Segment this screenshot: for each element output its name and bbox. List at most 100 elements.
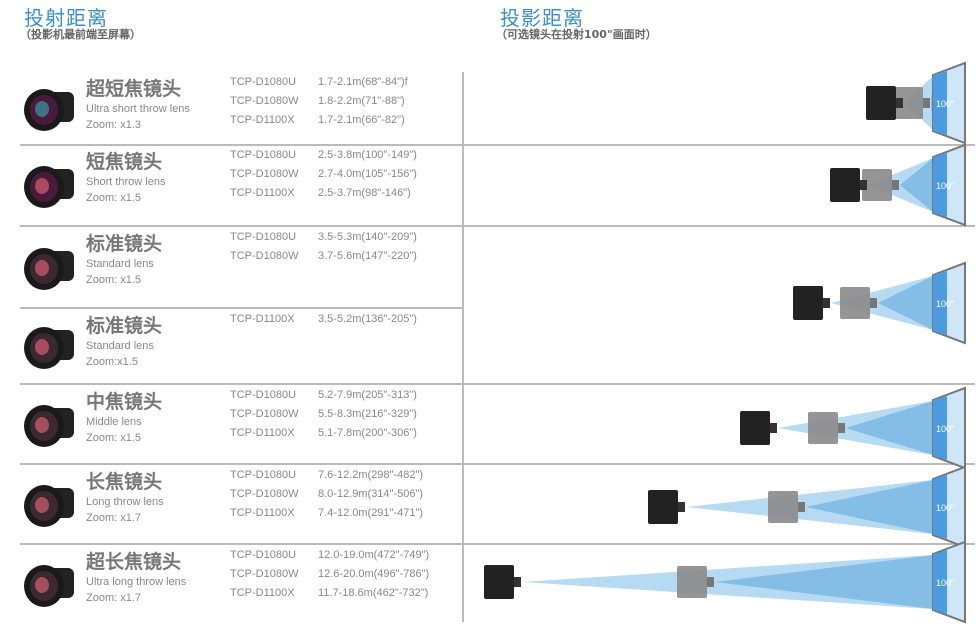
projector-model: TCP-D1080U bbox=[230, 76, 297, 88]
screen-surface bbox=[933, 153, 947, 217]
throw-distance: 2.5-3.8m(100"-149") bbox=[318, 149, 417, 161]
lens-name-en: Standard lens bbox=[86, 340, 154, 352]
projector-far-icon bbox=[808, 412, 838, 444]
projector-model: TCP-D1080U bbox=[230, 389, 297, 401]
screen-size-label: 100" bbox=[936, 299, 954, 309]
projector-model: TCP-D1080W bbox=[230, 95, 299, 107]
throw-distance: 12.6-20.0m(496"-786") bbox=[318, 568, 430, 580]
projector-model: TCP-D1080U bbox=[230, 549, 297, 561]
throw-distance: 2.7-4.0m(105"-156") bbox=[318, 168, 417, 180]
projector-near-icon bbox=[866, 86, 896, 120]
projector-model: TCP-D1080U bbox=[230, 231, 297, 243]
lens-name-en: Ultra long throw lens bbox=[86, 576, 187, 588]
projector-far-icon bbox=[862, 169, 892, 201]
projector-near-lens-icon bbox=[860, 180, 867, 190]
lens-name-en: Long throw lens bbox=[86, 496, 164, 508]
screen-surface bbox=[933, 71, 947, 135]
right-header-title: 投影距离 bbox=[500, 6, 584, 30]
projection-beam-max bbox=[846, 401, 933, 455]
projector-model: TCP-D1080U bbox=[230, 469, 297, 481]
lens-zoom: Zoom: x1.5 bbox=[86, 274, 142, 286]
throw-distance: 3.5-5.2m(136"-205") bbox=[318, 313, 417, 325]
lens-zoom: Zoom:x1.5 bbox=[86, 356, 138, 368]
row-divider bbox=[20, 307, 463, 309]
projector-far-lens-icon bbox=[870, 298, 877, 308]
screen-size-label: 100" bbox=[936, 503, 954, 513]
lens-zoom: Zoom: x1.7 bbox=[86, 592, 142, 604]
projector-near-icon bbox=[648, 490, 678, 524]
projector-model: TCP-D1100X bbox=[230, 427, 295, 439]
throw-distance: 5.2-7.9m(205"-313") bbox=[318, 389, 417, 401]
lens-image bbox=[24, 565, 74, 607]
lens-image bbox=[24, 405, 74, 447]
throw-distance: 8.0-12.9m(314"-506") bbox=[318, 488, 424, 500]
throw-distance: 12.0-19.0m(472"-749") bbox=[318, 549, 430, 561]
lens-name-cn: 标准镜头 bbox=[86, 233, 163, 255]
lens-name-cn: 标准镜头 bbox=[86, 315, 163, 337]
lens-zoom: Zoom: x1.5 bbox=[86, 192, 142, 204]
lens-zoom: Zoom: x1.3 bbox=[86, 119, 142, 131]
lens-name-cn: 超短焦镜头 bbox=[86, 78, 182, 100]
row-divider bbox=[20, 543, 975, 545]
lens-name-en: Short throw lens bbox=[86, 176, 166, 188]
projector-far-icon bbox=[768, 491, 798, 523]
projector-model: TCP-D1080U bbox=[230, 149, 297, 161]
lens-image bbox=[24, 166, 74, 208]
lens-zoom: Zoom: x1.5 bbox=[86, 432, 142, 444]
throw-distance: 3.5-5.3m(140"-209") bbox=[318, 231, 417, 243]
row-divider bbox=[20, 383, 975, 385]
projector-near-icon bbox=[740, 411, 770, 445]
projector-near-lens-icon bbox=[823, 298, 830, 308]
throw-distance: 7.4-12.0m(291"-471") bbox=[318, 507, 424, 519]
left-header-title: 投射距离 bbox=[24, 6, 108, 30]
projector-model: TCP-D1080W bbox=[230, 568, 299, 580]
throw-distance: 1.8-2.2m(71"-88") bbox=[318, 95, 405, 107]
lens-name-cn: 长焦镜头 bbox=[86, 471, 163, 493]
lens-zoom: Zoom: x1.7 bbox=[86, 512, 142, 524]
projection-beam-max bbox=[878, 276, 933, 330]
column-divider bbox=[462, 72, 464, 622]
throw-distance: 2.5-3.7m(98"-146") bbox=[318, 187, 411, 199]
screen-size-label: 100" bbox=[936, 424, 954, 434]
screen-surface bbox=[933, 550, 947, 614]
lens-row: 超长焦镜头 Ultra long throw lens Zoom: x1.7 TC… bbox=[0, 545, 980, 623]
projector-near-lens-icon bbox=[514, 577, 521, 587]
projector-far-lens-icon bbox=[923, 98, 930, 108]
projector-far-lens-icon bbox=[838, 423, 845, 433]
projector-far-icon bbox=[893, 87, 923, 119]
projection-beam-max bbox=[900, 158, 933, 212]
row-divider bbox=[20, 144, 975, 146]
screen-size-label: 100" bbox=[936, 99, 954, 109]
projector-far-lens-icon bbox=[798, 502, 805, 512]
throw-distance: 5.5-8.3m(216"-329") bbox=[318, 408, 417, 420]
screen-surface bbox=[933, 271, 947, 335]
projection-beam-max bbox=[715, 555, 933, 609]
projection-beam-max bbox=[806, 480, 933, 534]
lens-row: 长焦镜头 Long throw lens Zoom: x1.7 TCP-D1080… bbox=[0, 465, 980, 543]
projector-model: TCP-D1080W bbox=[230, 168, 299, 180]
lens-image bbox=[24, 89, 74, 131]
screen-surface bbox=[933, 396, 947, 460]
projector-near-icon bbox=[484, 565, 514, 599]
lens-name-cn: 超长焦镜头 bbox=[86, 551, 182, 573]
projector-far-icon bbox=[677, 566, 707, 598]
throw-distance: 11.7-18.6m(462"-732") bbox=[318, 587, 429, 599]
lens-name-en: Middle lens bbox=[86, 416, 142, 428]
throw-distance: 3.7-5.6m(147"-220") bbox=[318, 250, 417, 262]
throw-distance: 5.1-7.8m(200"-306") bbox=[318, 427, 417, 439]
screen-surface bbox=[933, 475, 947, 539]
left-header-subtitle: （投影机最前端至屏幕） bbox=[20, 28, 141, 41]
row-divider bbox=[20, 463, 975, 465]
projector-far-lens-icon bbox=[707, 577, 714, 587]
lens-image bbox=[24, 485, 74, 527]
screen-size-label: 100" bbox=[936, 578, 954, 588]
throw-distance: 1.7-2.1m(66"-82") bbox=[318, 114, 405, 126]
throw-distance: 1.7-2.1m(68"-84")f bbox=[318, 76, 408, 88]
projector-model: TCP-D1080W bbox=[230, 408, 299, 420]
